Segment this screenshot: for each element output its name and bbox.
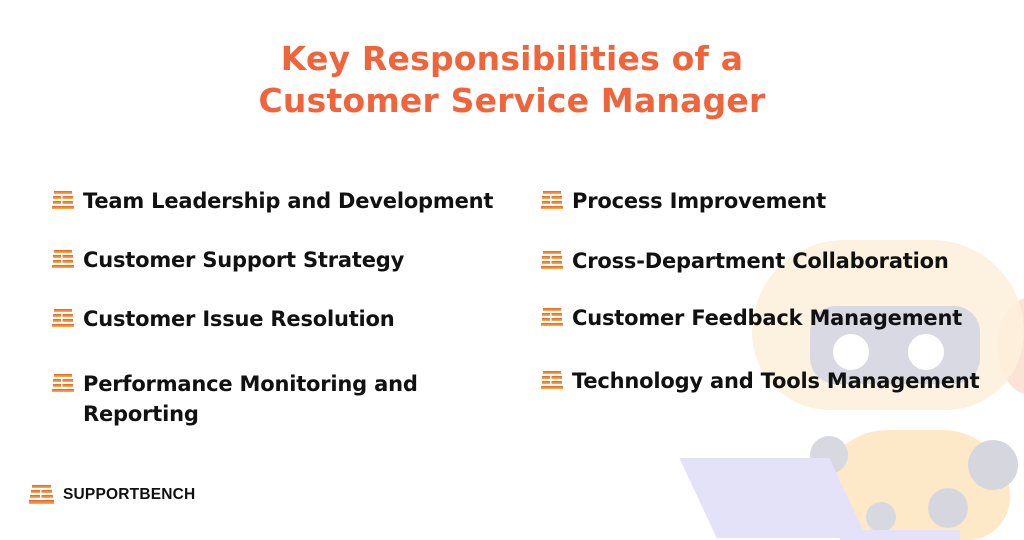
title-line-2: Customer Service Manager: [258, 81, 766, 120]
robot-hand-right: [968, 440, 1018, 490]
list-item: Performance Monitoring and Reporting: [52, 369, 418, 429]
list-item: Team Leadership and Development: [52, 186, 493, 216]
list-item: Process Improvement: [541, 186, 826, 216]
list-item: Technology and Tools Management: [541, 366, 980, 396]
item-label: Team Leadership and Development: [83, 189, 494, 213]
robot-body: [820, 430, 1010, 540]
item-label: Technology and Tools Management: [572, 369, 980, 393]
robot-ear: [998, 298, 1024, 394]
brand-name: SUPPORTBENCH: [63, 485, 196, 503]
list-item: Customer Feedback Management: [541, 303, 962, 333]
list-item: Customer Issue Resolution: [52, 304, 395, 334]
stack-bars-icon: [52, 191, 74, 209]
item-label-line-1: Performance Monitoring and: [83, 372, 418, 396]
item-label: Customer Feedback Management: [572, 306, 963, 330]
brand-logo: SUPPORTBENCH: [29, 485, 195, 504]
stack-bars-icon: [541, 191, 563, 209]
robot-joint-small: [866, 502, 896, 532]
stack-bars-icon: [541, 251, 563, 269]
item-label: Performance Monitoring and Reporting: [83, 369, 418, 429]
item-label: Customer Issue Resolution: [83, 307, 395, 331]
stack-bars-icon: [541, 308, 563, 326]
robot-eye-left: [833, 334, 869, 370]
stack-bars-icon: [52, 374, 74, 392]
robot-hand-left: [810, 436, 848, 474]
stack-bars-icon: [52, 309, 74, 327]
item-label: Customer Support Strategy: [83, 248, 405, 272]
item-label: Cross-Department Collaboration: [572, 249, 949, 273]
laptop-illustration: [679, 458, 867, 538]
stack-bars-icon: [541, 371, 563, 389]
laptop-base: [840, 530, 960, 540]
list-item: Cross-Department Collaboration: [541, 246, 949, 276]
title-line-1: Key Responsibilities of a: [280, 39, 744, 78]
item-label-line-2: Reporting: [83, 402, 199, 426]
supportbench-logo-icon: [29, 485, 54, 504]
item-label: Process Improvement: [572, 189, 826, 213]
stack-bars-icon: [52, 250, 74, 268]
robot-eye-right: [908, 334, 944, 370]
robot-joint: [928, 488, 968, 528]
list-item: Customer Support Strategy: [52, 245, 404, 275]
page-title: Key Responsibilities of a Customer Servi…: [0, 38, 1024, 122]
